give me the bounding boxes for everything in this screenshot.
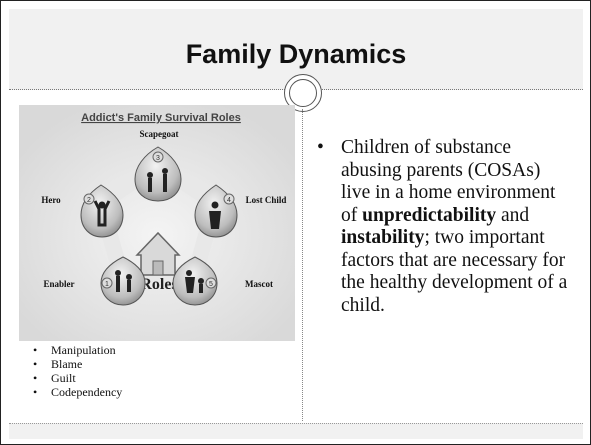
footer-band (9, 423, 583, 439)
right-text-part: ; two important factors that are necessa… (341, 227, 568, 316)
mascot-number: 5 (209, 281, 213, 288)
list-item: Guilt (31, 371, 122, 385)
lost-child-drop-icon (194, 184, 238, 238)
hero-drop-icon (80, 184, 124, 238)
bullet-dot: • (317, 137, 324, 158)
right-text-bold: instability (341, 227, 425, 248)
house-icon (135, 231, 181, 276)
list-item: Codependency (31, 385, 122, 399)
scapegoat-drop-icon (134, 146, 182, 202)
right-bullet-paragraph: Children of substance abusing parents (C… (319, 137, 571, 317)
slide-title: Family Dynamics (185, 39, 407, 69)
left-bullet-list: Manipulation Blame Guilt Codependency (31, 343, 122, 399)
family-roles-diagram: Addict's Family Survival Roles Roles 3 S… (19, 105, 295, 341)
enabler-label: Enabler (43, 279, 74, 289)
enabler-number: 1 (105, 281, 109, 288)
ring-ornament-icon (284, 74, 322, 112)
scapegoat-label: Scapegoat (140, 129, 179, 139)
mascot-label: Mascot (245, 279, 273, 289)
list-item: Blame (31, 357, 122, 371)
right-text-part: and (496, 204, 530, 226)
list-item: Manipulation (31, 343, 122, 357)
right-text-bold: unpredictability (362, 204, 497, 226)
diagram-background (19, 105, 295, 341)
column-divider (302, 109, 303, 421)
lost-child-number: 4 (227, 197, 231, 204)
hero-label: Hero (41, 195, 61, 205)
hero-number: 2 (87, 197, 91, 204)
right-bullet: • Children of substance abusing parents … (317, 137, 571, 317)
center-roles-label: Roles (140, 276, 177, 293)
right-text-part: Children of substance abusing parents (C… (341, 137, 556, 226)
diagram-heading: Addict's Family Survival Roles (81, 112, 241, 124)
mascot-drop-icon (172, 256, 218, 306)
enabler-drop-icon (100, 256, 146, 306)
scapegoat-number: 3 (156, 155, 160, 162)
lost-child-label: Lost Child (246, 195, 287, 205)
